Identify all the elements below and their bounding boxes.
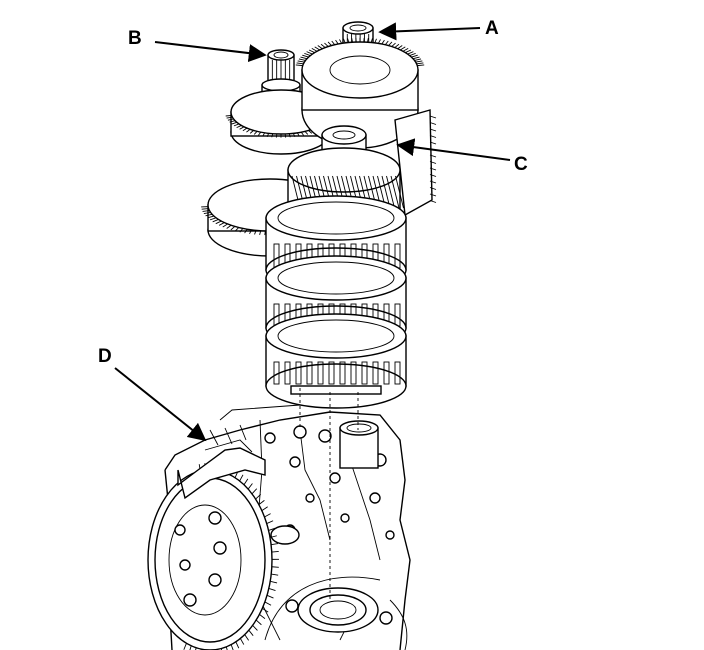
gear-shaft-c: [265, 125, 407, 600]
gear-shaft-a: [295, 21, 437, 217]
differential-ring-gear: [147, 462, 280, 650]
callout-a-label: A: [485, 18, 499, 39]
callout-d-label: D: [98, 346, 112, 367]
callout-c-label: C: [514, 154, 528, 175]
shaft-a-gear-teeth: [295, 37, 425, 67]
callout-a: A: [378, 18, 499, 41]
shift-fork-bracket: [177, 424, 266, 500]
transmission-case: [164, 404, 411, 650]
callout-b: B: [128, 28, 267, 63]
callout-c: C: [396, 138, 528, 175]
callout-b-label: B: [128, 28, 142, 49]
shaft-c-synchro-stack: [265, 195, 407, 409]
callout-d: D: [98, 346, 207, 442]
